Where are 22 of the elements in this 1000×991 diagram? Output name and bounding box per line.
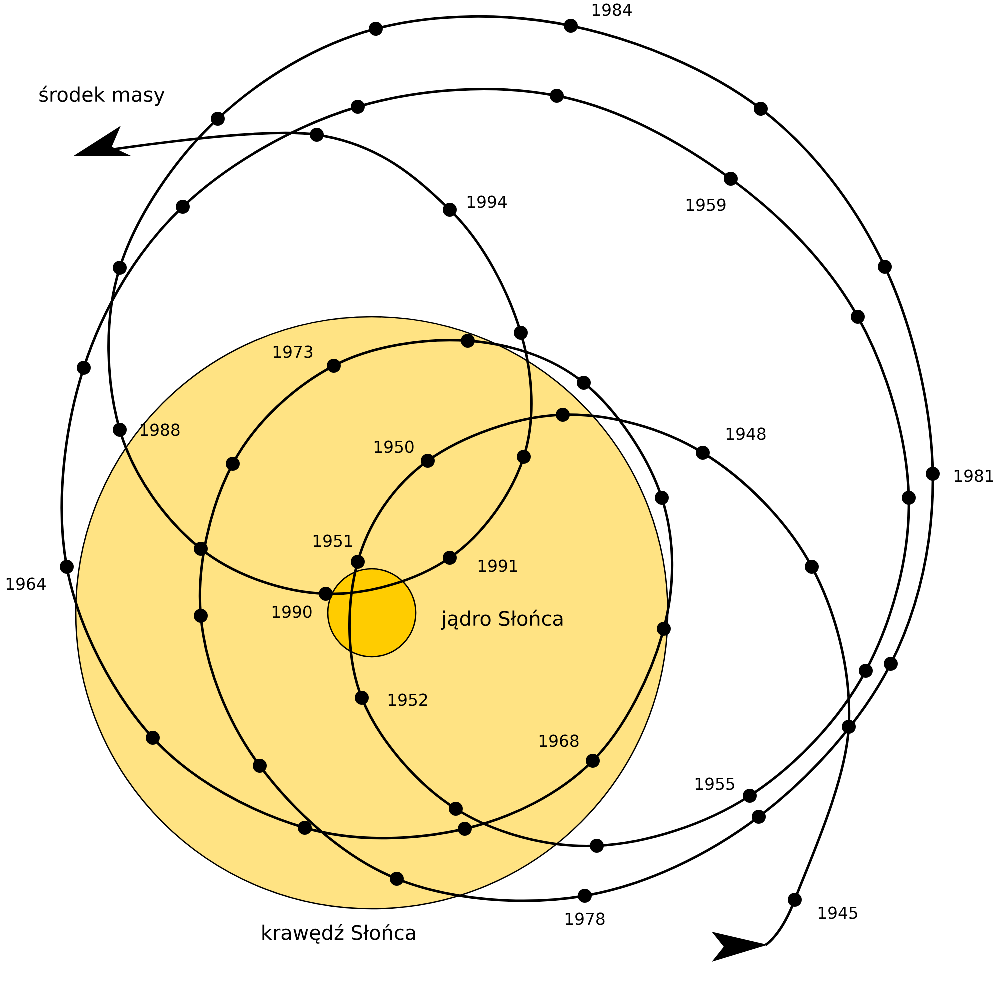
sun-core-circle <box>327 568 417 658</box>
year-label: 1955 <box>696 778 734 790</box>
year-label: 1948 <box>726 428 766 440</box>
year-label: 1988 <box>140 424 180 436</box>
curve-label: środek masy <box>40 86 165 106</box>
sun-disc-circle <box>75 316 669 910</box>
year-label: 1968 <box>540 734 579 748</box>
year-label: 1991 <box>478 560 518 572</box>
year-label: 1978 <box>566 912 605 926</box>
year-label: 1994 <box>468 196 507 208</box>
year-label: 1990 <box>272 606 312 618</box>
year-label: 1952 <box>388 694 428 706</box>
node-label: jądro Słońca <box>441 610 563 630</box>
year-label: 1984 <box>592 4 632 16</box>
node-label: krawędź Słońca <box>262 924 416 944</box>
year-label: 1964 <box>6 578 46 590</box>
year-label: 1951 <box>314 534 352 548</box>
year-label: 1981 <box>954 470 994 482</box>
year-label: 1959 <box>686 198 726 212</box>
year-label: 1950 <box>374 440 414 454</box>
year-label: 1973 <box>274 346 313 358</box>
year-label: 1945 <box>818 906 858 920</box>
